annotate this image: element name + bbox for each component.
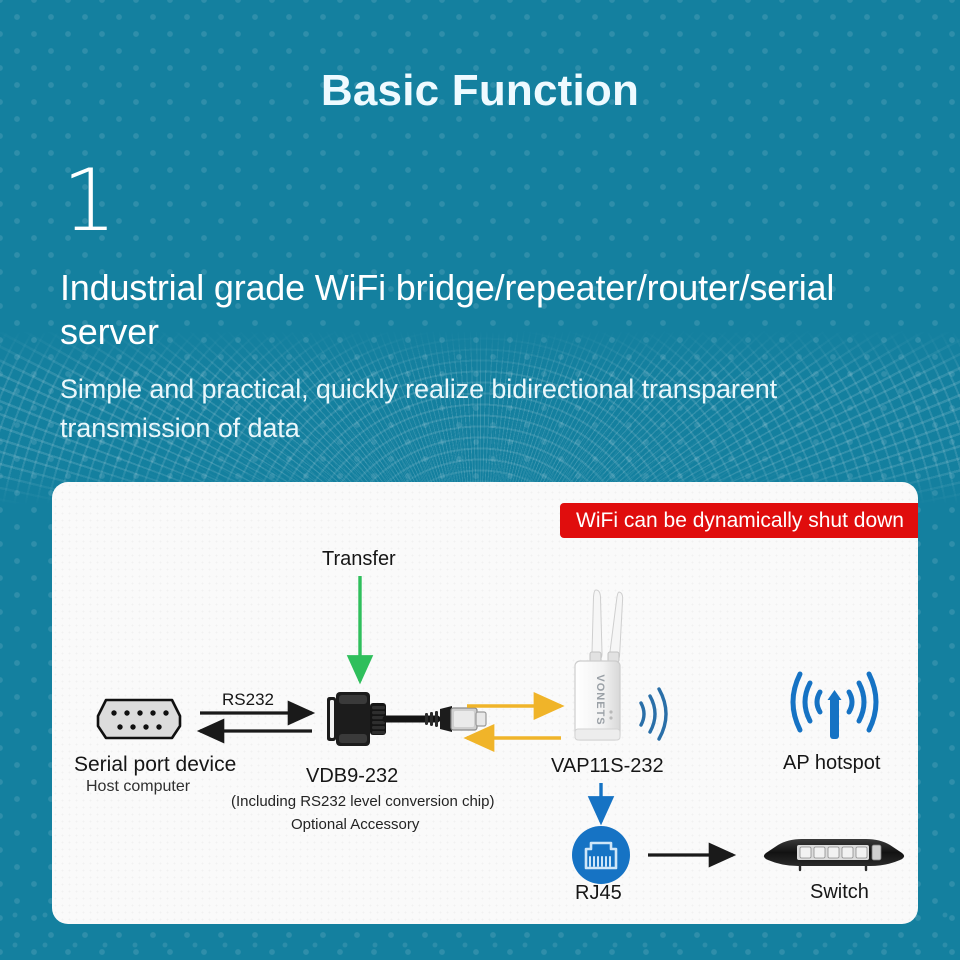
headline-text: Industrial grade WiFi bridge/repeater/ro…	[60, 267, 835, 352]
background-fan-pattern	[0, 330, 960, 505]
section-number: 1	[62, 151, 117, 251]
vdb9-note-label: (Including RS232 level conversion chip)	[231, 793, 495, 810]
vdb9-label: VDB9-232	[306, 765, 399, 787]
host-computer-label: Host computer	[86, 778, 191, 795]
rs232-label: RS232	[222, 690, 274, 709]
vdb9-optional-label: Optional Accessory	[291, 816, 420, 833]
vap-label: VAP11S-232	[551, 755, 664, 777]
switch-label: Switch	[810, 881, 869, 903]
diagram-panel: WiFi can be dynamically shut down	[52, 482, 918, 924]
ap-hotspot-label: AP hotspot	[783, 752, 881, 774]
panel-texture	[52, 482, 918, 924]
subheadline-text: Simple and practical, quickly realize bi…	[60, 374, 778, 443]
wifi-shutdown-banner-label: WiFi can be dynamically shut down	[576, 508, 904, 532]
background-fan-pattern-inner	[80, 380, 880, 500]
wifi-shutdown-banner: WiFi can be dynamically shut down	[560, 503, 918, 538]
rj45-label: RJ45	[575, 882, 622, 904]
transfer-label: Transfer	[322, 548, 396, 570]
page-title: Basic Function	[320, 66, 640, 115]
serial-device-label: Serial port device	[74, 753, 237, 776]
